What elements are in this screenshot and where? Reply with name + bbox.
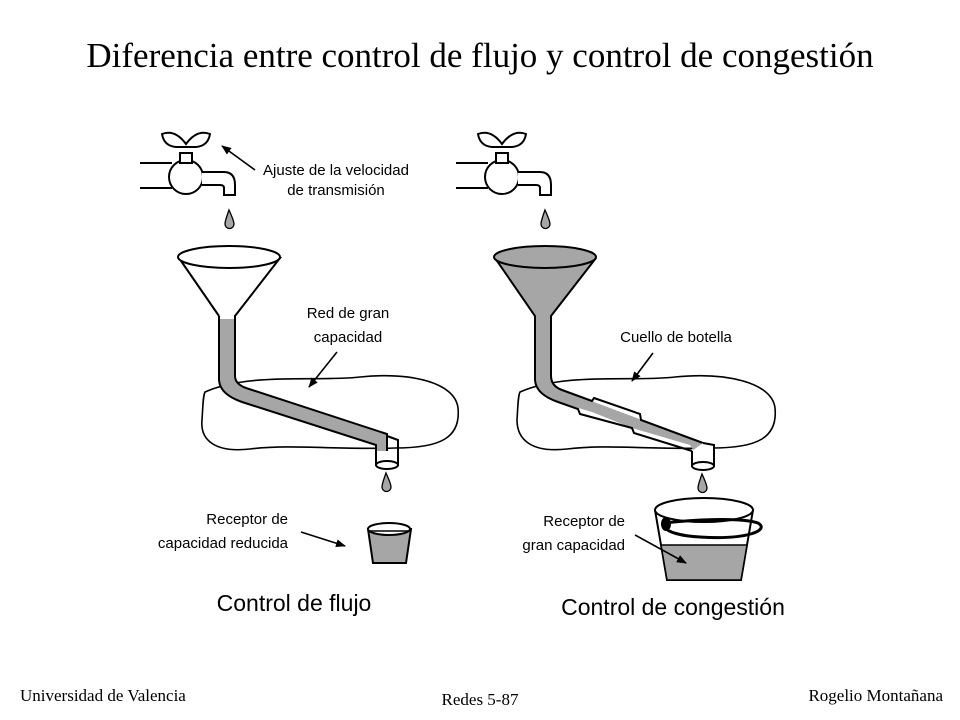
arrow — [308, 351, 338, 388]
network-cloud — [201, 374, 459, 451]
bottleneck-label: Cuello de botella — [620, 329, 732, 346]
arrow — [221, 145, 256, 171]
water-drop-icon — [697, 472, 708, 494]
arrow — [631, 352, 654, 382]
water-drop-icon — [540, 208, 551, 230]
wide-network-pipe — [177, 245, 399, 470]
bottleneck-pipe — [493, 245, 715, 471]
water-drop-icon — [224, 208, 235, 230]
flow-control-caption: Control de flujo — [217, 590, 372, 616]
receiver-label-line1: Receptor de — [543, 513, 625, 530]
faucet-icon — [456, 131, 552, 196]
bucket-receiver — [653, 497, 763, 581]
receiver-label-line2: gran capacidad — [522, 537, 625, 554]
network-cloud — [516, 374, 776, 451]
footer-author: Rogelio Montañana — [808, 686, 943, 705]
footer-slide-number: Redes 5-87 — [441, 690, 519, 709]
network-label-line1: Red de gran — [307, 305, 390, 322]
network-label-line2: capacidad — [314, 329, 382, 346]
congestion-control-caption: Control de congestión — [561, 594, 785, 620]
faucet-icon — [140, 131, 236, 196]
arrow — [634, 534, 687, 564]
water-drop-icon — [381, 471, 392, 493]
receiver-label-line2: capacidad reducida — [158, 535, 289, 552]
receiver-label-line1: Receptor de — [206, 511, 288, 528]
tap-label-line1: Ajuste de la velocidad — [263, 162, 409, 179]
small-cup-receiver — [366, 522, 413, 564]
congestion-control-scene: Cuello de botella Receptor de gran capac… — [456, 131, 785, 620]
slide-title: Diferencia entre control de flujo y cont… — [86, 36, 874, 75]
arrow — [300, 531, 346, 548]
flow-control-scene: Ajuste de la velocidad de transmisión Re… — [140, 131, 459, 616]
footer-university: Universidad de Valencia — [20, 686, 186, 705]
tap-label-line2: de transmisión — [287, 182, 385, 199]
